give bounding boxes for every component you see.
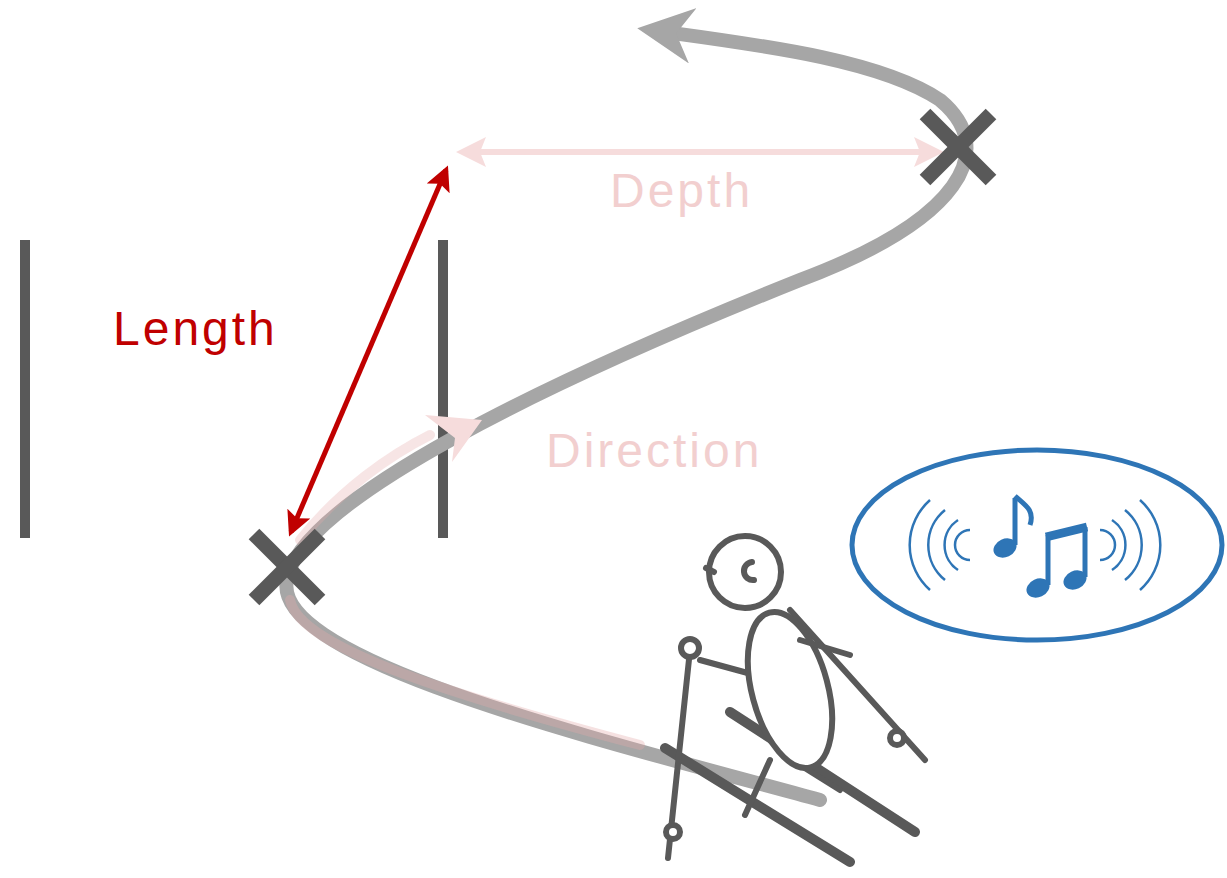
gate-pole: [438, 240, 448, 538]
gate-pole: [20, 240, 30, 538]
length-label: Length: [113, 300, 278, 358]
direction-label: Direction: [546, 422, 762, 480]
length-arrow: [291, 170, 446, 532]
depth-arrow: [462, 149, 938, 155]
turn-mark: [254, 534, 320, 600]
track-highlight: [300, 435, 430, 540]
track-highlight: [290, 600, 640, 745]
ski-track: [286, 32, 966, 800]
skier-figure: [665, 536, 925, 862]
depth-label: Depth: [610, 162, 753, 220]
turn-mark: [925, 114, 991, 180]
direction-arrow: [425, 415, 482, 462]
music-bubble: [852, 450, 1222, 640]
